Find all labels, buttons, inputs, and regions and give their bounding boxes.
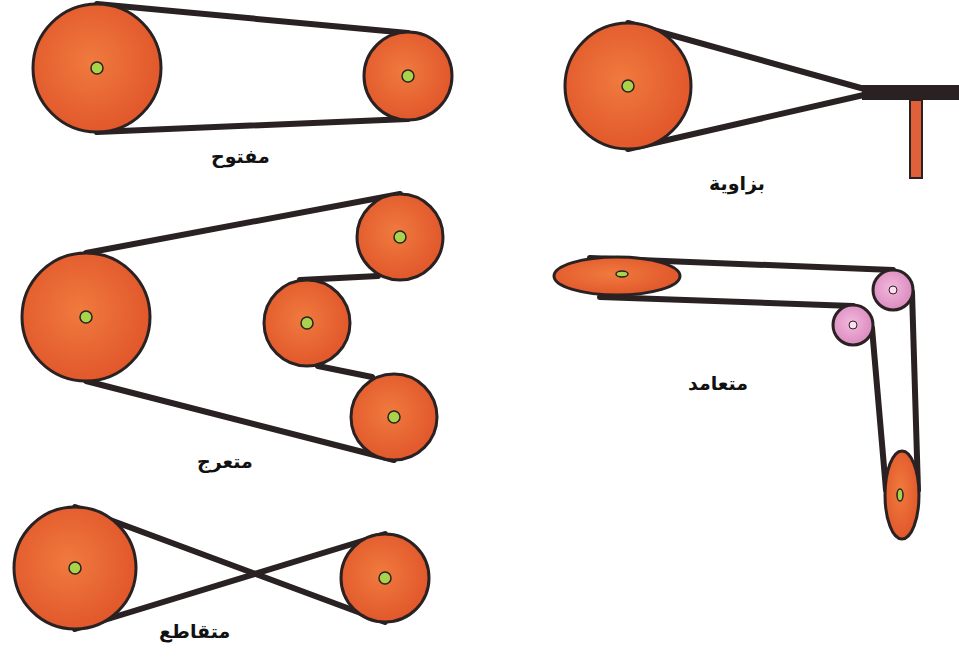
caption-label: متقاطع xyxy=(156,620,233,642)
caption-label: متعرج xyxy=(194,450,256,472)
caption-label: مفتوح xyxy=(208,145,273,167)
caption-label: بزاوية xyxy=(706,172,768,194)
caption-label: متعامد xyxy=(685,372,751,394)
